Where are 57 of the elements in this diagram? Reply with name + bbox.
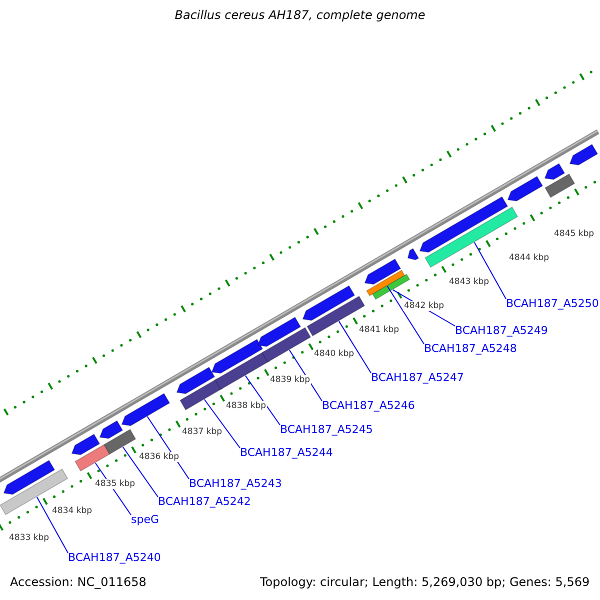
- gene-block: [544, 173, 576, 198]
- gene-block: [257, 316, 302, 347]
- gene-label: BCAH187_A5250: [506, 297, 599, 310]
- gene-label: BCAH187_A5243: [189, 477, 282, 490]
- leader-line: [122, 446, 158, 498]
- leader-line: [36, 496, 68, 554]
- gene-label: speG: [131, 513, 160, 526]
- leader-line: [386, 286, 424, 344]
- gene-label: BCAH187_A5248: [424, 342, 517, 355]
- gene-block: [104, 428, 136, 455]
- scale-label: 4842 kbp: [403, 301, 446, 311]
- scale-label: 4834 kbp: [51, 506, 94, 516]
- scale-label: 4841 kbp: [358, 325, 400, 335]
- gene-block: [302, 285, 356, 321]
- footer-text: Accession: NC_011658: [10, 575, 146, 589]
- gene-block: [176, 366, 216, 394]
- title: Bacillus cereus AH187, complete genome: [174, 8, 426, 22]
- leader-line: [338, 320, 372, 374]
- leader-line: [474, 242, 506, 300]
- gene-block: [180, 378, 224, 410]
- gene-block: [3, 460, 56, 495]
- gene-label: BCAH187_A5249: [455, 324, 548, 337]
- scale-label: 4838 kbp: [225, 401, 268, 411]
- gene-label: BCAH187_A5245: [280, 423, 373, 436]
- gene-block: [372, 274, 410, 300]
- scale-label: 4839 kbp: [269, 375, 312, 385]
- scale-label: 4835 kbp: [94, 479, 136, 489]
- leader-line: [288, 350, 322, 402]
- gene-block: [74, 444, 110, 472]
- gene-label: BCAH187_A5240: [68, 551, 161, 564]
- gene-block: [544, 163, 566, 180]
- scale-label: 4836 kbp: [138, 452, 180, 462]
- gene-block: [262, 327, 312, 363]
- gene-label: BCAH187_A5247: [371, 371, 464, 384]
- gene-block: [507, 176, 544, 202]
- scale-label: 4837 kbp: [181, 427, 224, 437]
- leader-line: [146, 416, 190, 480]
- scale-label: 4833 kbp: [8, 533, 50, 543]
- scale-label: 4844 kbp: [508, 253, 550, 263]
- gene-label: BCAH187_A5244: [240, 446, 333, 459]
- leader-line: [244, 375, 280, 426]
- footer-text: Topology: circular; Length: 5,269,030 bp; Genes: 5,569: [260, 575, 590, 589]
- gene-block: [121, 392, 170, 426]
- gene-block: [407, 248, 420, 260]
- scale-label: 4840 kbp: [313, 349, 356, 359]
- gene-block: [71, 434, 100, 456]
- scale-label: 4843 kbp: [448, 277, 490, 287]
- gene-label: BCAH187_A5242: [158, 495, 251, 508]
- scale-label: 4845 kbp: [553, 229, 596, 239]
- gene-block: [419, 196, 508, 253]
- gene-block: [569, 144, 598, 166]
- leader-line: [204, 399, 240, 448]
- gene-block: [214, 350, 270, 390]
- gene-label: BCAH187_A5246: [322, 399, 415, 412]
- gene-block: [364, 258, 402, 285]
- gene-block: [99, 420, 124, 439]
- gene-block: [211, 338, 264, 374]
